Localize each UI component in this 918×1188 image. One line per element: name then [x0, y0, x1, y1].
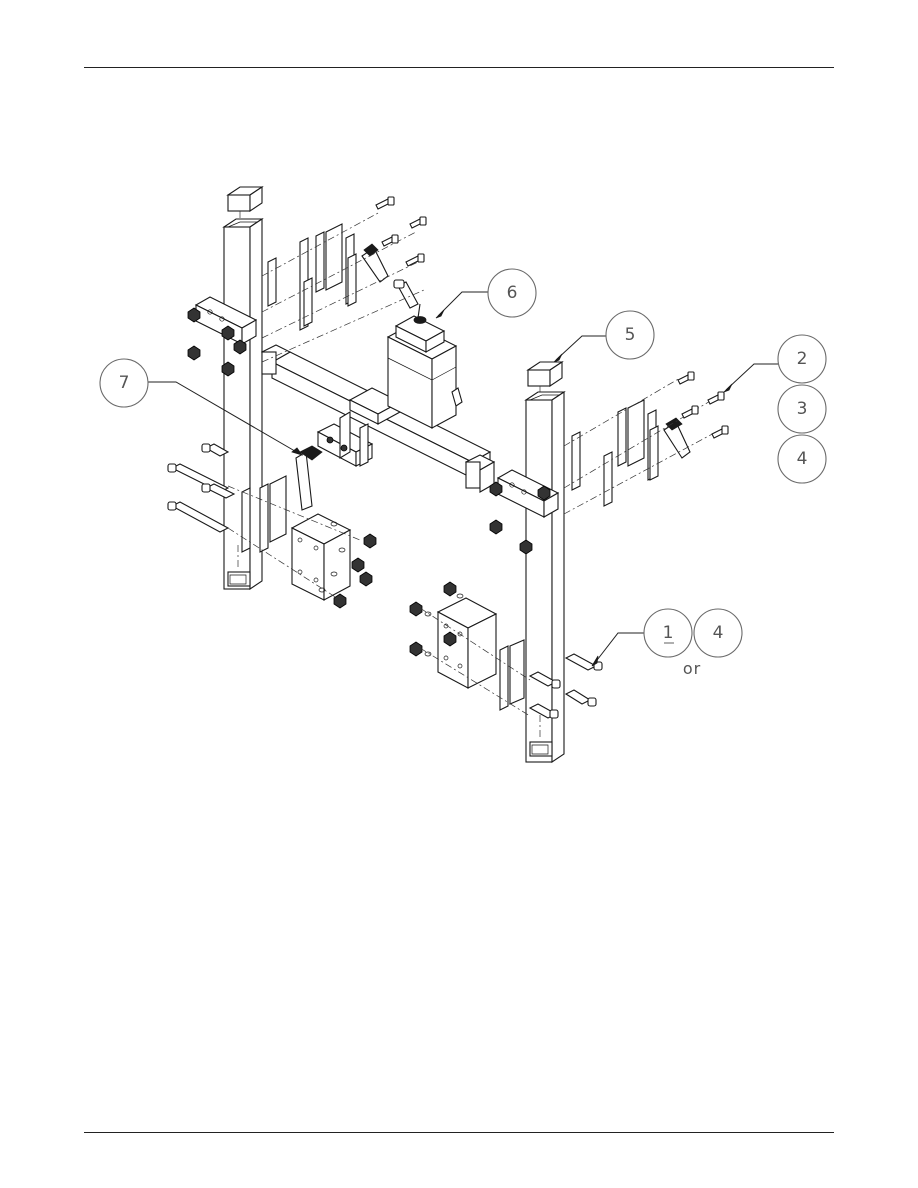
callout-1-or-4: 1 4 or [592, 609, 742, 678]
callout-6: 6 [436, 269, 536, 318]
callout-4-stack-label: 4 [797, 449, 808, 469]
left-lower-bracket [168, 444, 376, 608]
callout-2: 2 [724, 335, 826, 392]
callout-4-alt-label: 4 [713, 623, 724, 643]
cross-beam [262, 345, 494, 492]
callout-4-stack: 4 [778, 435, 826, 483]
callout-5-label: 5 [625, 325, 636, 345]
right-lower-bracket [410, 582, 602, 718]
or-label: or [683, 659, 701, 678]
callout-1-label: 1 [663, 623, 674, 643]
callout-3: 3 [778, 385, 826, 433]
callout-2-label: 2 [797, 349, 808, 369]
jack-unit [388, 280, 462, 428]
callout-7-label: 7 [119, 373, 130, 393]
right-post [526, 362, 564, 762]
callout-5: 5 [554, 311, 654, 362]
callout-6-label: 6 [507, 283, 518, 303]
callout-3-label: 3 [797, 399, 808, 419]
center-bracket [296, 412, 372, 510]
